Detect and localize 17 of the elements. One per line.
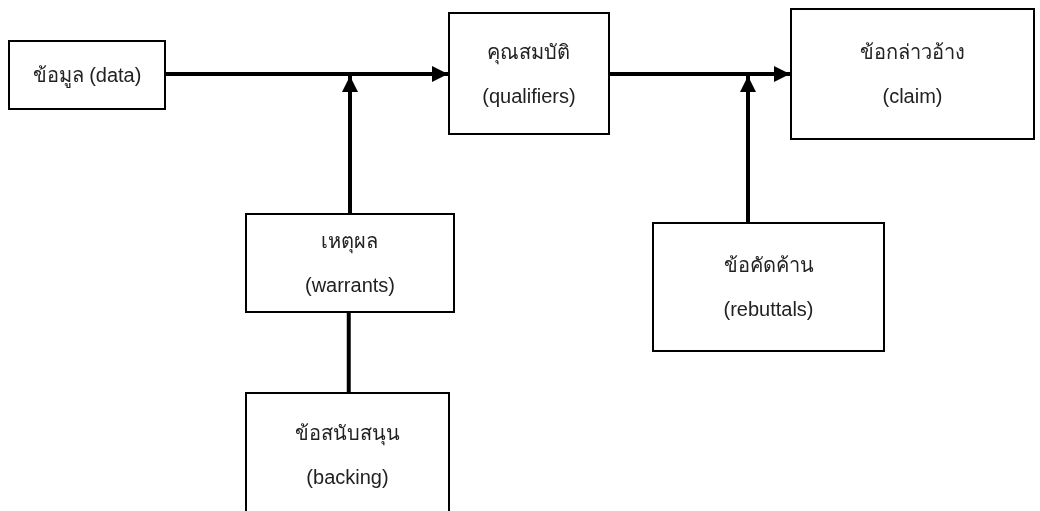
- process-box: [245, 213, 455, 313]
- arrow: [342, 76, 358, 213]
- connector-line: [346, 313, 351, 392]
- process-box: [245, 392, 450, 511]
- process-box: [8, 40, 166, 110]
- arrow: [610, 66, 790, 82]
- box-label: คุณสมบัติ (qualifiers): [482, 39, 576, 109]
- box-label: ข้อสนับสนุน (backing): [295, 420, 400, 490]
- box-label: ข้อคัดค้าน (rebuttals): [723, 253, 814, 322]
- arrow: [166, 66, 448, 82]
- box-label: ข้อกล่าวอ้าง (claim): [860, 40, 965, 109]
- arrow: [740, 76, 756, 222]
- box-label: ข้อมูล (data): [32, 63, 142, 90]
- process-box: [790, 8, 1035, 140]
- process-box: [652, 222, 885, 352]
- box-label: เหตุผล (warrants): [305, 229, 395, 298]
- process-box: [448, 12, 610, 135]
